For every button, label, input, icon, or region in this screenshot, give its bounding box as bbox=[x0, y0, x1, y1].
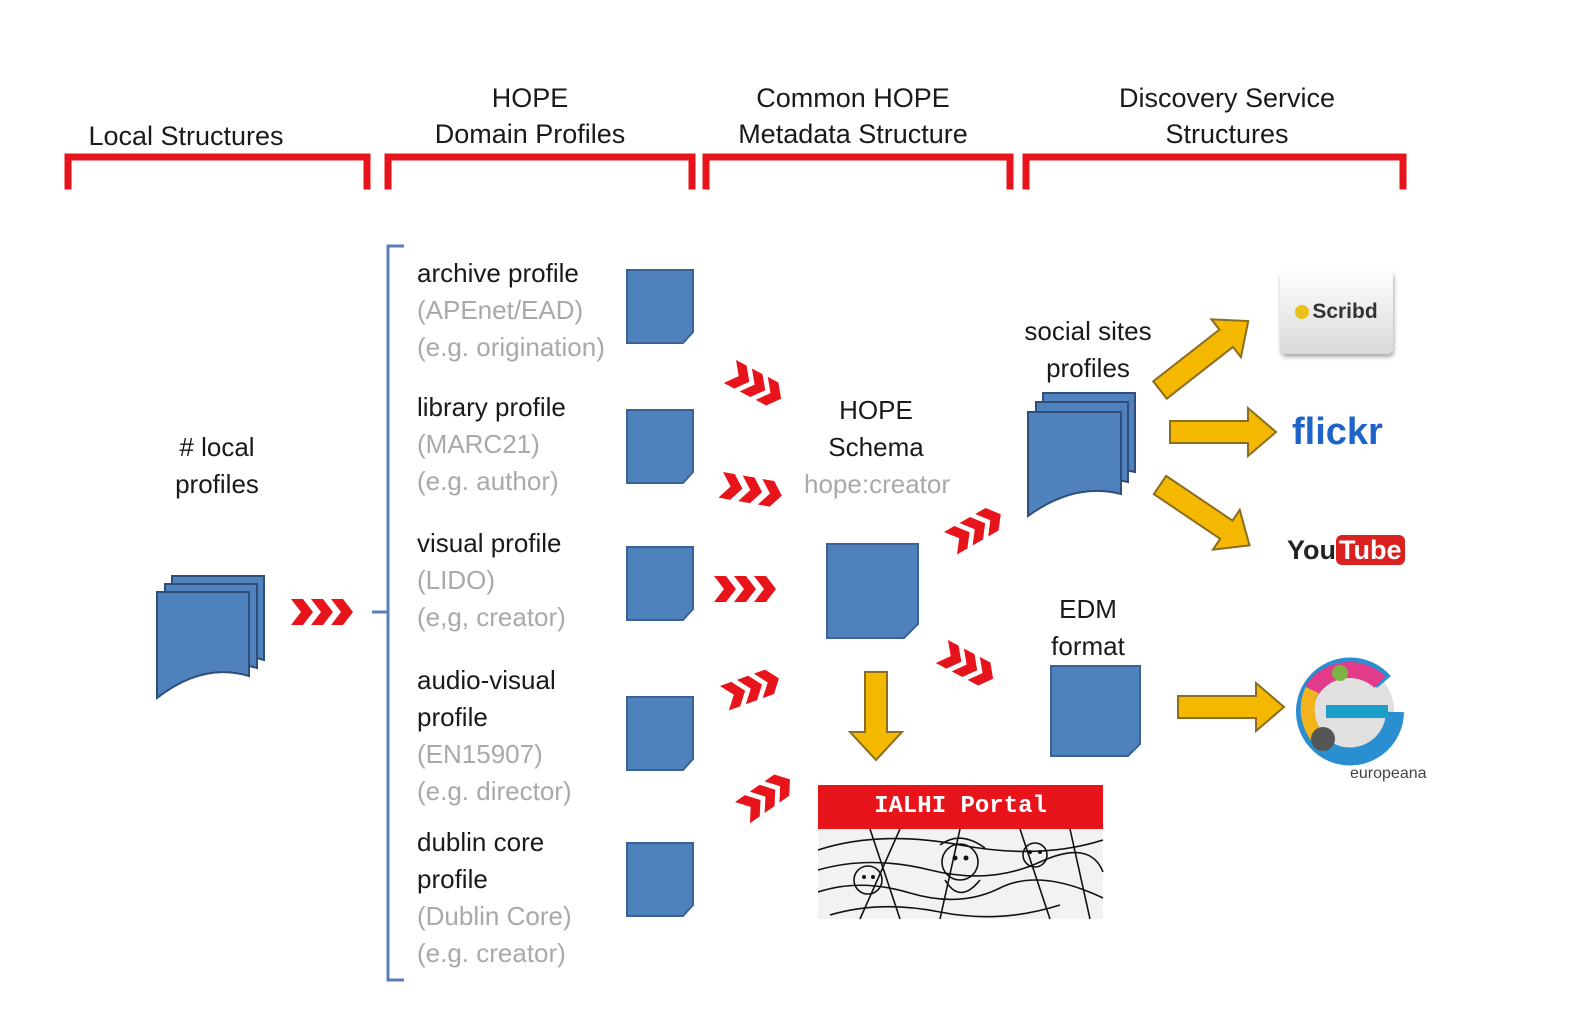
arrow-social-to-flickr bbox=[1169, 405, 1278, 459]
bracket-domain-profiles bbox=[384, 153, 696, 190]
audio-visual-profile-doc bbox=[626, 696, 694, 771]
edm-format-line2: format bbox=[1051, 631, 1125, 661]
yellow-arrows bbox=[847, 318, 1286, 762]
archive-profile-example: (e.g. origination) bbox=[417, 332, 605, 362]
arrow-social-to-scribd bbox=[1151, 318, 1250, 401]
chevron-schema-to-social bbox=[944, 503, 1008, 555]
bracket-local-structures bbox=[64, 153, 371, 190]
header-domain-line2: Domain Profiles bbox=[434, 119, 626, 149]
header-local-structures: Local Structures bbox=[88, 121, 284, 151]
local-profiles-label-line2: profiles bbox=[175, 469, 259, 499]
archive-profile-title: archive profile bbox=[417, 258, 579, 288]
visual-profile-doc bbox=[626, 546, 694, 621]
audio-visual-profile-title: audio-visual bbox=[417, 665, 556, 695]
dublin-core-profile-doc bbox=[626, 842, 694, 917]
flickr-logo: flickr bbox=[1292, 411, 1383, 453]
dublin-core-profile-title2: profile bbox=[417, 864, 488, 894]
header-discovery-line1: Discovery Service bbox=[1118, 83, 1336, 113]
chevron-library-to-schema bbox=[718, 472, 785, 509]
social-sites-line2: profiles bbox=[1046, 353, 1130, 383]
chevron-audio-to-schema bbox=[720, 666, 784, 711]
local-profiles-label-line1: # local bbox=[179, 432, 255, 462]
chevron-visual-to-schema bbox=[714, 576, 776, 602]
hope-schema-field: hope:creator bbox=[804, 469, 950, 499]
profile-docs bbox=[626, 269, 694, 917]
youtube-logo-tube: Tube bbox=[1336, 535, 1405, 565]
library-profile-standard: (MARC21) bbox=[417, 429, 540, 459]
bracket-common-structure bbox=[702, 153, 1014, 190]
youtube-logo-you: You bbox=[1287, 535, 1336, 565]
arrow-schema-to-portal bbox=[847, 671, 905, 762]
dublin-core-profile-title: dublin core bbox=[417, 827, 545, 857]
archive-profile-doc bbox=[626, 269, 694, 344]
visual-profile-title: visual profile bbox=[417, 528, 562, 558]
europeana-logo-text: europeana bbox=[1350, 765, 1427, 782]
audio-visual-profile-title2: profile bbox=[417, 702, 488, 732]
header-discovery-line2: Structures bbox=[1165, 119, 1289, 149]
edm-format-line1: EDM bbox=[1059, 594, 1117, 624]
audio-visual-profile-standard: (EN15907) bbox=[417, 739, 543, 769]
social-sites-doc-stack bbox=[1027, 392, 1136, 518]
chevron-archive-to-schema bbox=[723, 360, 788, 411]
arrow-social-to-youtube bbox=[1152, 474, 1251, 551]
library-profile-title: library profile bbox=[417, 392, 566, 422]
local-profiles-doc-stack bbox=[156, 575, 265, 701]
social-sites-line1: social sites bbox=[1024, 316, 1152, 346]
dublin-core-profile-standard: (Dublin Core) bbox=[417, 901, 572, 931]
chevron-dublin-to-schema bbox=[735, 768, 798, 824]
chevron-schema-to-edm bbox=[935, 640, 1000, 691]
bracket-discovery-structures bbox=[1022, 153, 1407, 190]
scribd-dot-icon bbox=[1295, 305, 1310, 319]
hope-schema-line1: HOPE bbox=[839, 395, 913, 425]
arrow-edm-to-europeana bbox=[1177, 680, 1286, 734]
column-brackets bbox=[64, 153, 1407, 190]
header-common-line1: Common HOPE bbox=[756, 83, 950, 113]
visual-profile-example: (e,g, creator) bbox=[417, 602, 566, 632]
ialhi-portal-banner: IALHI Portal bbox=[818, 785, 1103, 829]
audio-visual-profile-example: (e.g. director) bbox=[417, 776, 572, 806]
archive-profile-standard: (APEnet/EAD) bbox=[417, 295, 584, 325]
dublin-core-profile-example: (e.g. creator) bbox=[417, 938, 566, 968]
header-common-line2: Metadata Structure bbox=[738, 119, 968, 149]
hope-schema-line2: Schema bbox=[828, 432, 924, 462]
edm-format-doc bbox=[1050, 665, 1141, 757]
library-profile-example: (e.g. author) bbox=[417, 466, 559, 496]
ialhi-portal-image-graphic bbox=[817, 828, 1104, 920]
header-domain-line1: HOPE bbox=[491, 83, 569, 113]
chevron-local-to-profiles bbox=[291, 599, 353, 625]
europeana-logo-graphic bbox=[1296, 657, 1404, 766]
profiles-brace bbox=[372, 244, 404, 982]
scribd-logo-text: Scribd bbox=[1312, 300, 1378, 323]
visual-profile-standard: (LIDO) bbox=[417, 565, 495, 595]
library-profile-doc bbox=[626, 409, 694, 484]
scribd-logo: Scribd bbox=[1280, 270, 1393, 354]
hope-schema-doc bbox=[826, 543, 919, 639]
